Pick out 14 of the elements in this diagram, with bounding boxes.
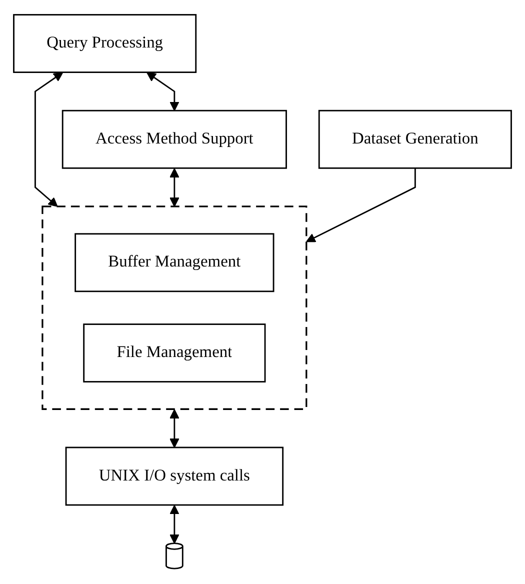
- arrow: [170, 168, 180, 208]
- node-box: Query Processing: [13, 14, 197, 74]
- arrow: [306, 168, 416, 243]
- cluster: [42, 206, 308, 410]
- node-box: Access Method Support: [62, 110, 287, 170]
- node-box: Dataset Generation: [318, 110, 512, 170]
- node-box: UNIX I/O system calls: [65, 447, 284, 506]
- arrow: [170, 409, 180, 448]
- arrow: [146, 72, 180, 112]
- arrow: [170, 505, 180, 544]
- node-box: Buffer Management: [74, 233, 274, 292]
- node-cylinder: [166, 542, 184, 570]
- node-box: File Management: [83, 324, 266, 383]
- arrow: [34, 72, 64, 208]
